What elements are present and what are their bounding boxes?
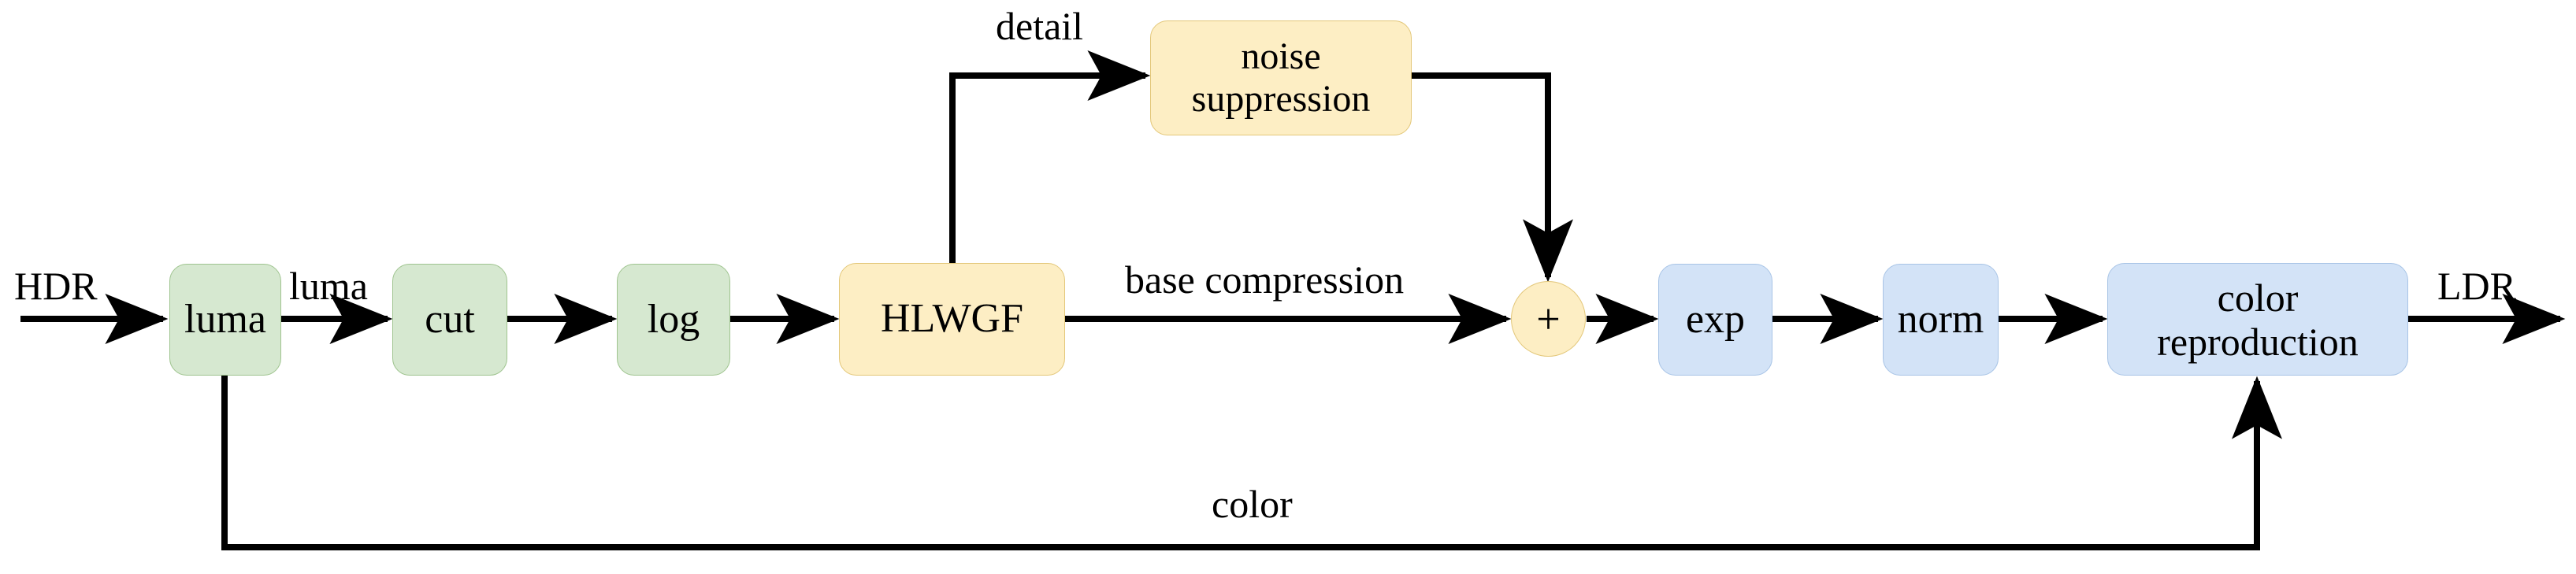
node-cut[interactable]: cut	[392, 264, 507, 376]
node-hlwgf-label: HLWGF	[880, 296, 1023, 342]
wire-hlwgf-to-noise-detail	[949, 50, 1151, 263]
node-log[interactable]: log	[617, 264, 730, 376]
node-noise-suppression-label-line1: noise	[1241, 35, 1321, 78]
label-detail: detail	[996, 4, 1084, 48]
label-hdr-input: HDR	[14, 264, 98, 308]
node-noise-suppression-label-line2: suppression	[1191, 78, 1371, 120]
label-color-feedback: color	[1212, 482, 1293, 526]
node-exp[interactable]: exp	[1658, 264, 1772, 376]
wire-noise-to-sum	[1412, 72, 1573, 283]
node-exp-label: exp	[1685, 296, 1746, 342]
node-hlwgf[interactable]: HLWGF	[839, 263, 1065, 376]
node-cut-label: cut	[425, 296, 475, 342]
node-sum-label: +	[1536, 294, 1561, 343]
node-color-reproduction-label-line1: color	[2217, 275, 2299, 320]
node-norm[interactable]: norm	[1883, 264, 1999, 376]
label-ldr-output: LDR	[2437, 264, 2516, 308]
label-luma-output: luma	[289, 264, 368, 308]
node-sum[interactable]: +	[1511, 281, 1586, 357]
node-luma-label: luma	[184, 296, 266, 342]
node-color-reproduction[interactable]: color reproduction	[2107, 263, 2408, 376]
node-luma[interactable]: luma	[169, 264, 281, 376]
node-log-label: log	[647, 296, 700, 342]
label-base-compression: base compression	[1125, 257, 1405, 302]
node-norm-label: norm	[1897, 296, 1984, 342]
node-color-reproduction-label-line2: reproduction	[2157, 319, 2359, 364]
node-noise-suppression[interactable]: noise suppression	[1150, 20, 1412, 135]
